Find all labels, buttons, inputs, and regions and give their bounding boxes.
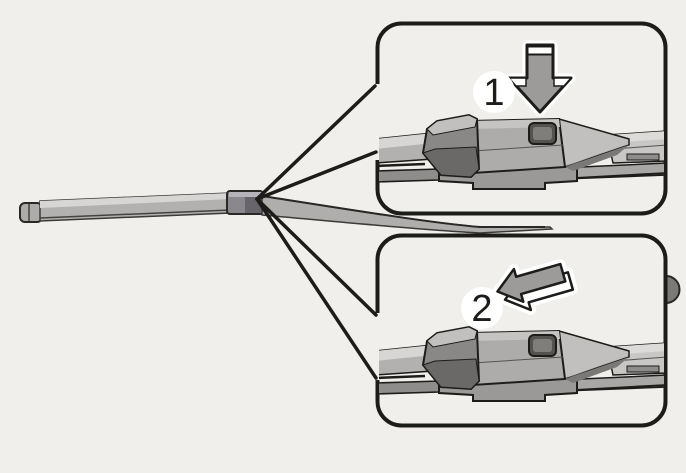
callout-line-2 [255,150,378,201]
callout-leader-lines [255,84,378,380]
blade-beam-right [261,195,554,234]
callout-line-3 [255,197,378,317]
arm-tip-bump [665,274,681,305]
blade-beam-left [39,192,231,222]
callout-line-4 [255,197,378,380]
step-2-badge: 2 [461,287,503,330]
step-2-label: 2 [471,288,492,330]
slide-out-arrow-icon [492,259,578,315]
blade-tip-cap [19,202,43,223]
step-1-badge: 1 [473,71,515,114]
press-down-arrow-icon [504,40,576,117]
step-1-label: 1 [483,72,504,114]
callout-line-1 [255,84,377,201]
